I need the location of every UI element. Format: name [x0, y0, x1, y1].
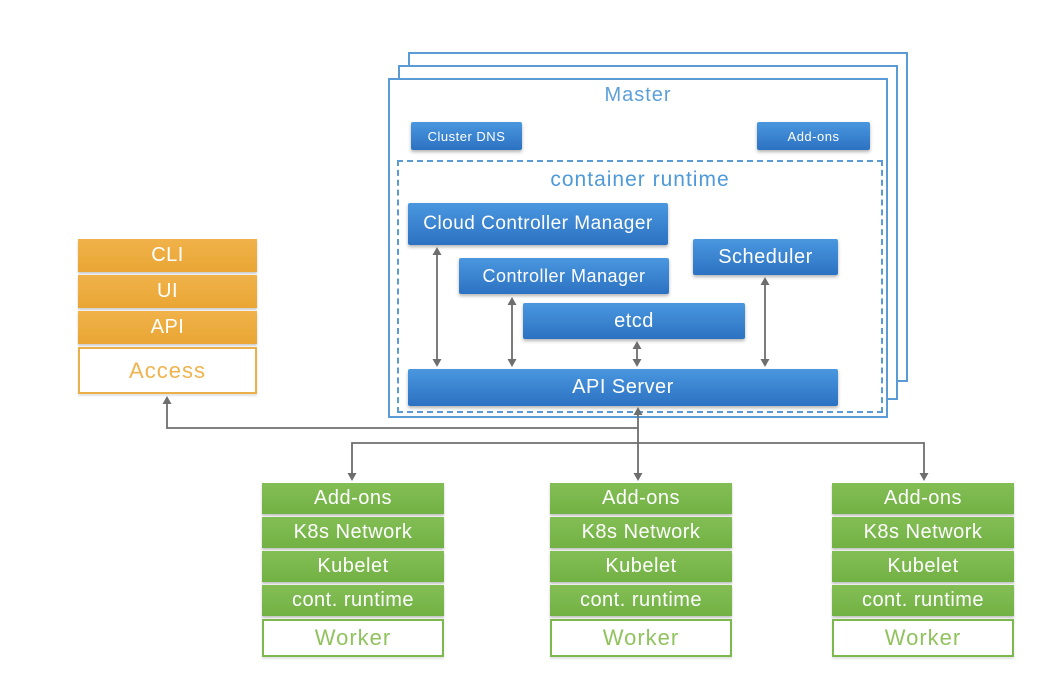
access-label: Access — [78, 347, 257, 394]
worker1-cont-runtime-row: cont. runtime — [262, 585, 444, 616]
access-row-api: API — [78, 311, 257, 344]
worker3-addons-row: Add-ons — [832, 483, 1014, 514]
worker3-k8s-network-row: K8s Network — [832, 517, 1014, 548]
worker2-kubelet-row: Kubelet — [550, 551, 732, 582]
cluster-dns-box: Cluster DNS — [411, 122, 522, 150]
worker2-k8s-network-row: K8s Network — [550, 517, 732, 548]
arrowhead-down-worker1 — [347, 473, 357, 481]
controller-manager-box: Controller Manager — [459, 258, 669, 294]
arrowhead-up-access — [162, 396, 172, 404]
worker1-addons-row: Add-ons — [262, 483, 444, 514]
worker2-cont-runtime-row: cont. runtime — [550, 585, 732, 616]
worker1-k8s-network-row: K8s Network — [262, 517, 444, 548]
cloud-controller-manager-box: Cloud Controller Manager — [408, 203, 668, 245]
api-server-box: API Server — [408, 369, 838, 406]
worker-node-1: Add-ons K8s Network Kubelet cont. runtim… — [262, 483, 444, 657]
access-row-cli: CLI — [78, 239, 257, 272]
arrow-apiserver-worker1-3 — [351, 442, 925, 476]
worker2-addons-row: Add-ons — [550, 483, 732, 514]
worker-node-2: Add-ons K8s Network Kubelet cont. runtim… — [550, 483, 732, 657]
arrowhead-down-worker2 — [633, 473, 643, 481]
worker3-kubelet-row: Kubelet — [832, 551, 1014, 582]
scheduler-box: Scheduler — [693, 239, 838, 275]
etcd-box: etcd — [523, 303, 745, 339]
access-row-ui: UI — [78, 275, 257, 308]
worker1-kubelet-row: Kubelet — [262, 551, 444, 582]
master-title: Master — [604, 84, 672, 106]
worker1-label: Worker — [262, 619, 444, 657]
worker3-cont-runtime-row: cont. runtime — [832, 585, 1014, 616]
access-stack: CLI UI API Access — [78, 239, 257, 394]
arrowhead-down-worker3 — [919, 473, 929, 481]
master-addons-box: Add-ons — [757, 122, 870, 150]
worker2-label: Worker — [550, 619, 732, 657]
container-runtime-label: container runtime — [550, 168, 730, 191]
worker-node-3: Add-ons K8s Network Kubelet cont. runtim… — [832, 483, 1014, 657]
worker3-label: Worker — [832, 619, 1014, 657]
